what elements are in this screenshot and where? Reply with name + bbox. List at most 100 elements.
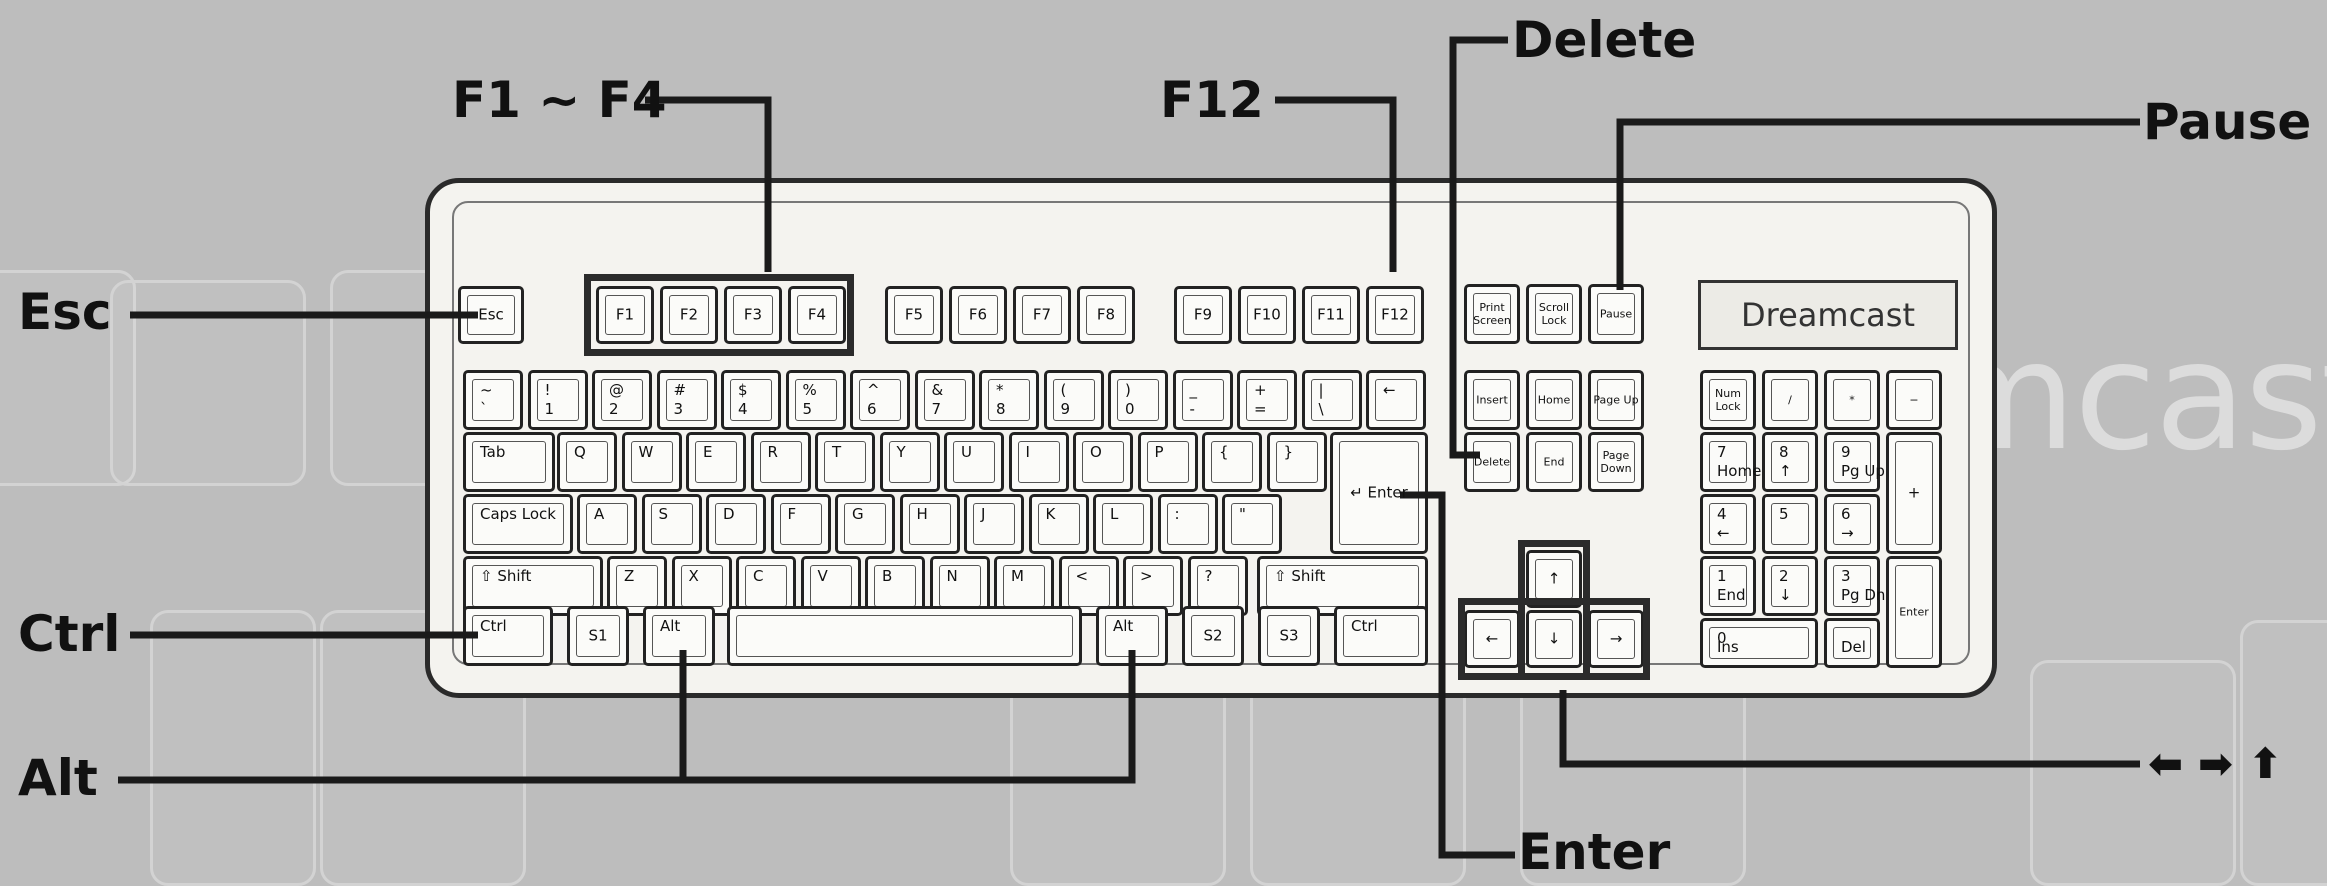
key-letter-y[interactable]: Y	[879, 432, 940, 492]
key-f7[interactable]: F7	[1013, 286, 1071, 344]
key-numpad-1[interactable]: /	[1762, 370, 1818, 430]
key-nav-0[interactable]: Insert	[1464, 370, 1520, 430]
key-letter-2[interactable]: S	[641, 494, 702, 554]
key-numpad-3[interactable]: −	[1886, 370, 1942, 430]
key-letter-10[interactable]: :	[1157, 494, 1218, 554]
key-s3[interactable]: S3	[1258, 606, 1320, 666]
key-label: Enter	[1899, 605, 1929, 619]
key-number-7[interactable]: &7	[914, 370, 975, 430]
key-enter[interactable]: ↵ Enter	[1330, 432, 1428, 554]
key-numpad-5[interactable]: 8↑	[1762, 432, 1818, 492]
key-letter-i[interactable]: I	[1008, 432, 1069, 492]
key-letter-4[interactable]: F	[770, 494, 831, 554]
key-nav-1[interactable]: Home	[1526, 370, 1582, 430]
key-f9[interactable]: F9	[1174, 286, 1232, 344]
callout-arrows: ⬅ ➡ ⬆	[2148, 739, 2283, 788]
key-letter-5[interactable]: G	[835, 494, 895, 554]
key-number-3[interactable]: #3	[656, 370, 717, 430]
key-f11[interactable]: F11	[1302, 286, 1360, 344]
key-numpad-dot[interactable]: .Del	[1824, 618, 1880, 668]
key-number-4[interactable]: $4	[721, 370, 781, 430]
background-key	[0, 270, 136, 486]
key-letter-1[interactable]: A	[577, 494, 637, 554]
key-label: F7	[1032, 305, 1052, 324]
key-alt-left[interactable]: Alt	[643, 606, 715, 666]
key-letter-t[interactable]: T	[815, 432, 875, 492]
key-number-6[interactable]: ^6	[850, 370, 910, 430]
key-label: Page Up	[1593, 393, 1639, 407]
key-alt-right[interactable]: Alt	[1096, 606, 1168, 666]
key-number-12[interactable]: +=	[1237, 370, 1297, 430]
key-letter-o[interactable]: O	[1073, 432, 1133, 492]
key-f3[interactable]: F3	[724, 286, 782, 344]
key-number-14[interactable]: ←	[1366, 370, 1426, 430]
key-f5[interactable]: F5	[885, 286, 943, 344]
key-s2[interactable]: S2	[1182, 606, 1244, 666]
key-letter-3[interactable]: D	[706, 494, 766, 554]
key-letter-8[interactable]: K	[1028, 494, 1089, 554]
key-tab[interactable]: Tab	[463, 432, 555, 492]
key-letter-7[interactable]: J	[964, 494, 1024, 554]
key-letter-11[interactable]: "	[1222, 494, 1282, 554]
key-letter-e[interactable]: E	[686, 432, 746, 492]
key-ctrl-left[interactable]: Ctrl	[463, 606, 553, 666]
key-numpad-12[interactable]: 2↓	[1762, 556, 1818, 616]
key-letter-r[interactable]: R	[750, 432, 811, 492]
key-label: +	[1254, 381, 1267, 399]
key-number-11[interactable]: _-	[1172, 370, 1233, 430]
key-f6[interactable]: F6	[949, 286, 1007, 344]
key-arrow-down[interactable]: ↓	[1526, 610, 1582, 668]
key-number-9[interactable]: (9	[1043, 370, 1104, 430]
key-label: ←	[1383, 381, 1396, 399]
key-numpad-10[interactable]: 6→	[1824, 494, 1880, 554]
key-numpad-0[interactable]: Num Lock	[1700, 370, 1756, 430]
key-label: S2	[1203, 626, 1223, 645]
key-letter-9[interactable]: L	[1093, 494, 1153, 554]
key-ctrl-right[interactable]: Ctrl	[1334, 606, 1428, 666]
key-label: F1	[615, 305, 635, 324]
key-system-1[interactable]: Scroll Lock	[1526, 284, 1582, 344]
key-f8[interactable]: F8	[1077, 286, 1135, 344]
key-number-0[interactable]: ~`	[463, 370, 523, 430]
key-numpad-enter[interactable]: Enter	[1886, 556, 1942, 668]
key-system-0[interactable]: Print Screen	[1464, 284, 1520, 344]
key-numpad-8[interactable]: 4←	[1700, 494, 1756, 554]
key-number-5[interactable]: %5	[785, 370, 846, 430]
key-numpad-2[interactable]: *	[1824, 370, 1880, 430]
key-f2[interactable]: F2	[660, 286, 718, 344]
key-letter-p[interactable]: P	[1137, 432, 1198, 492]
key-letter-u[interactable]: U	[944, 432, 1004, 492]
key-number-8[interactable]: *8	[979, 370, 1039, 430]
key-s1[interactable]: S1	[567, 606, 629, 666]
key-number-2[interactable]: @2	[592, 370, 652, 430]
key-number-10[interactable]: )0	[1108, 370, 1168, 430]
key-nav-5[interactable]: Page Down	[1588, 432, 1644, 492]
key-letter-}[interactable]: }	[1266, 432, 1327, 492]
key-numpad-plus[interactable]: +	[1886, 432, 1942, 554]
key-nav-3[interactable]: Delete	[1464, 432, 1520, 492]
key-label: @	[609, 381, 624, 399]
key-f4[interactable]: F4	[788, 286, 846, 344]
key-letter-6[interactable]: H	[899, 494, 960, 554]
key-f1[interactable]: F1	[596, 286, 654, 344]
key-number-1[interactable]: !1	[527, 370, 588, 430]
key-system-2[interactable]: Pause	[1588, 284, 1644, 344]
key-f10[interactable]: F10	[1238, 286, 1296, 344]
key-nav-2[interactable]: Page Up	[1588, 370, 1644, 430]
key-number-13[interactable]: |\	[1301, 370, 1362, 430]
key-caps-lock[interactable]: Caps Lock	[463, 494, 573, 554]
key-esc[interactable]: Esc	[458, 286, 524, 344]
key-f12[interactable]: F12	[1366, 286, 1424, 344]
key-numpad-9[interactable]: 5	[1762, 494, 1818, 554]
key-space[interactable]	[727, 606, 1082, 666]
key-letter-q[interactable]: Q	[557, 432, 617, 492]
key-letter-{[interactable]: {	[1202, 432, 1262, 492]
key-label: B	[882, 567, 893, 585]
key-letter-w[interactable]: W	[621, 432, 682, 492]
key-nav-4[interactable]: End	[1526, 432, 1582, 492]
